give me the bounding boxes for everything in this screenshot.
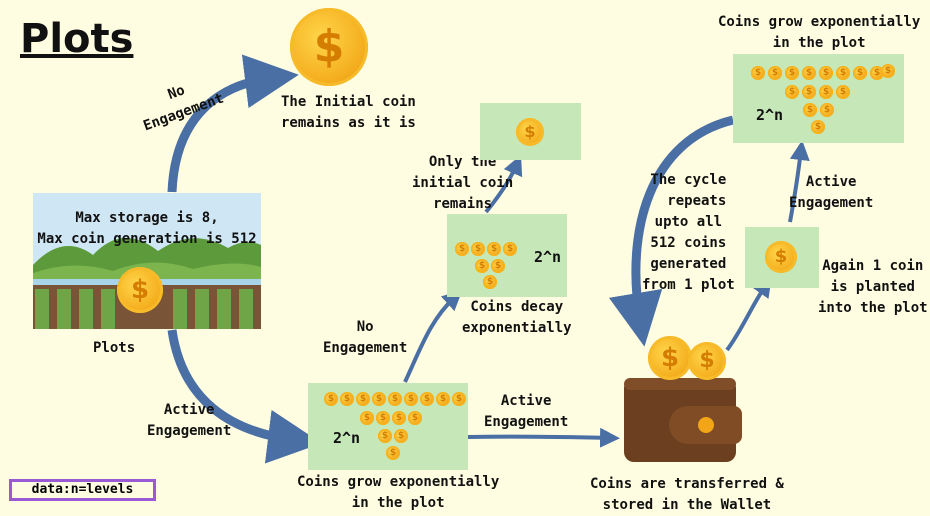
single-coin-box: $ (480, 103, 581, 160)
active-engagement-label-2: Active Engagement (484, 393, 569, 430)
plot-info-label: Max storage is 8, Max coin generation is… (37, 210, 257, 247)
arrow-to-grow-2 (788, 140, 810, 223)
plots-label: Plots (93, 340, 136, 356)
cycle-label: The cycle repeats upto all 512 coins gen… (642, 172, 735, 293)
grow-plot-box (308, 383, 468, 470)
initial-coin-label: The Initial coin remains as it is (281, 94, 416, 131)
dollar-coin-icon: $ (290, 8, 368, 86)
power-label-decay: 2^n (534, 248, 562, 266)
page-title: Plots (20, 16, 134, 62)
no-engagement-label-2: No Engagement (323, 319, 408, 356)
plots-landscape-image: $ (33, 193, 261, 329)
replant-coin-box: $ (745, 227, 819, 288)
decay-plot-box (447, 214, 567, 297)
wallet-icon: $ $ (618, 330, 748, 465)
coins-grow-label-2: Coins grow exponentially in the plot (718, 14, 921, 51)
arrow-to-decay (403, 290, 463, 383)
grow-plot-box-2 (733, 54, 904, 143)
active-engagement-label-3: Active Engagement (789, 174, 874, 211)
wallet-coin-icon-2: $ (688, 342, 726, 380)
arrow-to-wallet (467, 427, 620, 448)
replant-coin-icon: $ (765, 241, 797, 273)
active-engagement-label: Active Engagement (147, 402, 232, 439)
arrow-active-engagement (167, 329, 322, 464)
arrow-no-engagement (167, 54, 299, 193)
planted-coin-icon: $ (117, 267, 163, 313)
power-label-grow-1: 2^n (333, 429, 361, 447)
single-coin-icon: $ (516, 118, 544, 146)
power-label-grow-2: 2^n (756, 106, 784, 124)
coins-decay-label: Coins decay exponentially (462, 299, 572, 336)
data-note-label: data:n=levels (31, 482, 134, 497)
arrow-cycle (608, 115, 735, 347)
data-note-box: data:n=levels (9, 479, 156, 501)
only-initial-label: Only the initial coin remains (412, 154, 514, 212)
arrow-to-single (484, 154, 523, 214)
coins-grow-label-1: Coins grow exponentially in the plot (297, 474, 500, 511)
arrow-to-replant (725, 276, 772, 352)
again-coin-label: Again 1 coin is planted into the plot (818, 258, 928, 316)
wallet-label: Coins are transferred & stored in the Wa… (590, 476, 784, 513)
wallet-coin-icon: $ (648, 336, 692, 380)
